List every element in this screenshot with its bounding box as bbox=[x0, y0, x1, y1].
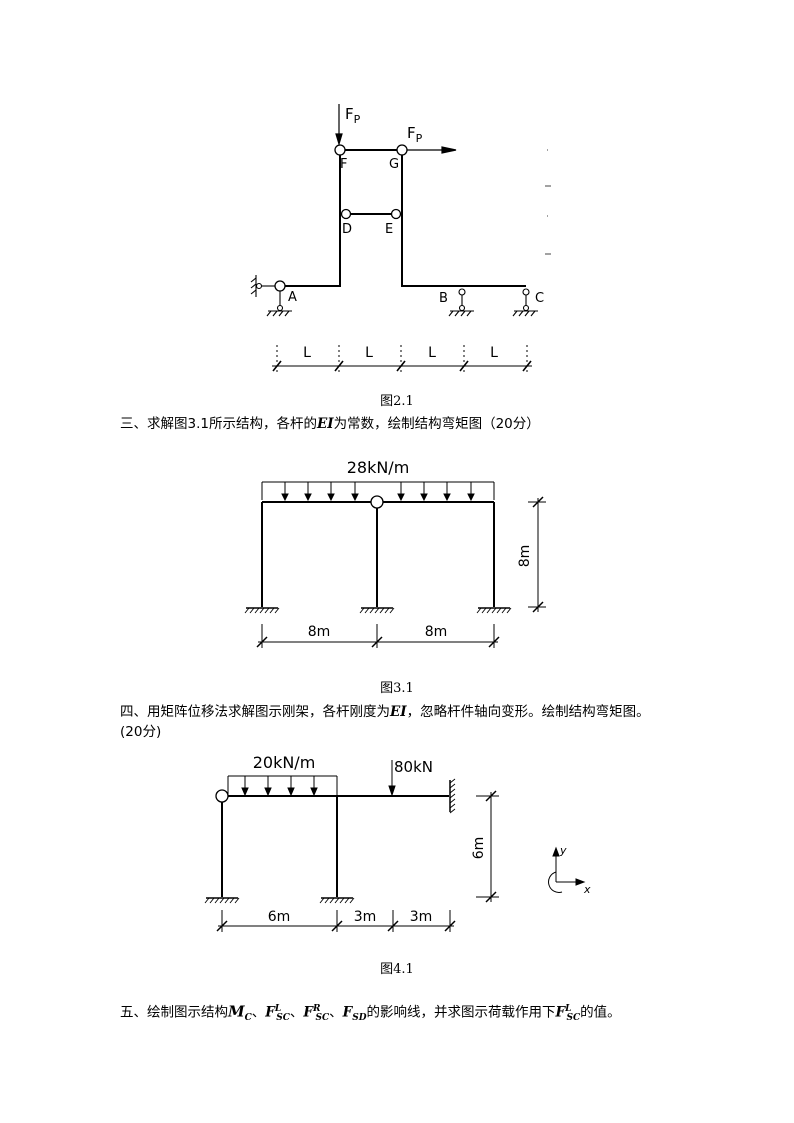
load-label-80: 80kN bbox=[394, 758, 433, 776]
question-5: 五、绘制图示结构MC、FLSC、FRSC、FSD的影响线，并求图示荷载作用下FL… bbox=[120, 1002, 621, 1024]
hinge-g bbox=[396, 144, 408, 156]
rotation-arrow-icon bbox=[548, 871, 563, 893]
load-label-20: 20kN/m bbox=[253, 753, 316, 772]
hinge-f bbox=[334, 144, 346, 156]
load-label-horizontal: FP bbox=[407, 124, 423, 145]
member-left-frame bbox=[280, 150, 341, 287]
dim-label-3: L bbox=[428, 345, 436, 361]
caption-fig-2-1: 图2.1 bbox=[380, 394, 414, 409]
span-label-2: 8m bbox=[425, 624, 448, 640]
dim-label-2: L bbox=[365, 345, 373, 361]
height-label-8m: 8m bbox=[517, 545, 533, 568]
figure-4-1: 20kN/m 80kN 6m 6m 3m 3m bbox=[204, 753, 591, 932]
load-label-vertical: FP bbox=[345, 105, 361, 126]
span-label-3m-b: 3m bbox=[410, 909, 433, 925]
caption-fig-4-1: 图4.1 bbox=[380, 962, 414, 977]
height-label-6m: 6m bbox=[471, 837, 487, 860]
arrow-right-icon bbox=[441, 146, 457, 154]
node-label-f: F bbox=[340, 157, 347, 172]
node-label-c: C bbox=[535, 291, 544, 306]
axis-arrow-up-icon bbox=[552, 846, 560, 857]
figure-2-1: FP FP F G D E A B C bbox=[250, 104, 551, 374]
question-3: 三、求解图3.1所示结构，各杆的EI为常数，绘制结构弯矩图（20分） bbox=[120, 416, 540, 432]
question-4-line2: (20分) bbox=[120, 724, 162, 740]
span-label-6m: 6m bbox=[268, 909, 291, 925]
hinge-d bbox=[340, 208, 352, 220]
hinge-top-middle bbox=[370, 495, 384, 509]
span-label-3m-a: 3m bbox=[354, 909, 377, 925]
node-label-e: E bbox=[385, 222, 393, 237]
hinge-e bbox=[390, 208, 402, 220]
dim-label-4: L bbox=[490, 345, 498, 361]
dim-label-1: L bbox=[303, 345, 311, 361]
arrow-down-icon bbox=[335, 133, 343, 147]
axis-arrow-right-icon bbox=[575, 878, 586, 886]
node-label-b: B bbox=[439, 291, 448, 306]
span-label-1: 8m bbox=[308, 624, 331, 640]
question-4: 四、用矩阵位移法求解图示刚架，各杆刚度为EI，忽略杆件轴向变形。绘制结构弯矩图。 bbox=[120, 704, 650, 720]
axis-label-y: y bbox=[559, 844, 567, 857]
hinge-left-top bbox=[215, 789, 229, 803]
node-label-d: D bbox=[342, 222, 352, 237]
node-label-g: G bbox=[389, 157, 399, 172]
hinge-a bbox=[274, 280, 286, 292]
member-right-frame bbox=[401, 150, 526, 287]
figure-3-1: 28kN/m 8m 8m 8m bbox=[244, 458, 546, 648]
caption-fig-3-1: 图3.1 bbox=[380, 681, 414, 696]
axis-label-x: x bbox=[583, 883, 591, 896]
node-label-a: A bbox=[288, 290, 297, 305]
load-label-28: 28kN/m bbox=[347, 458, 410, 477]
